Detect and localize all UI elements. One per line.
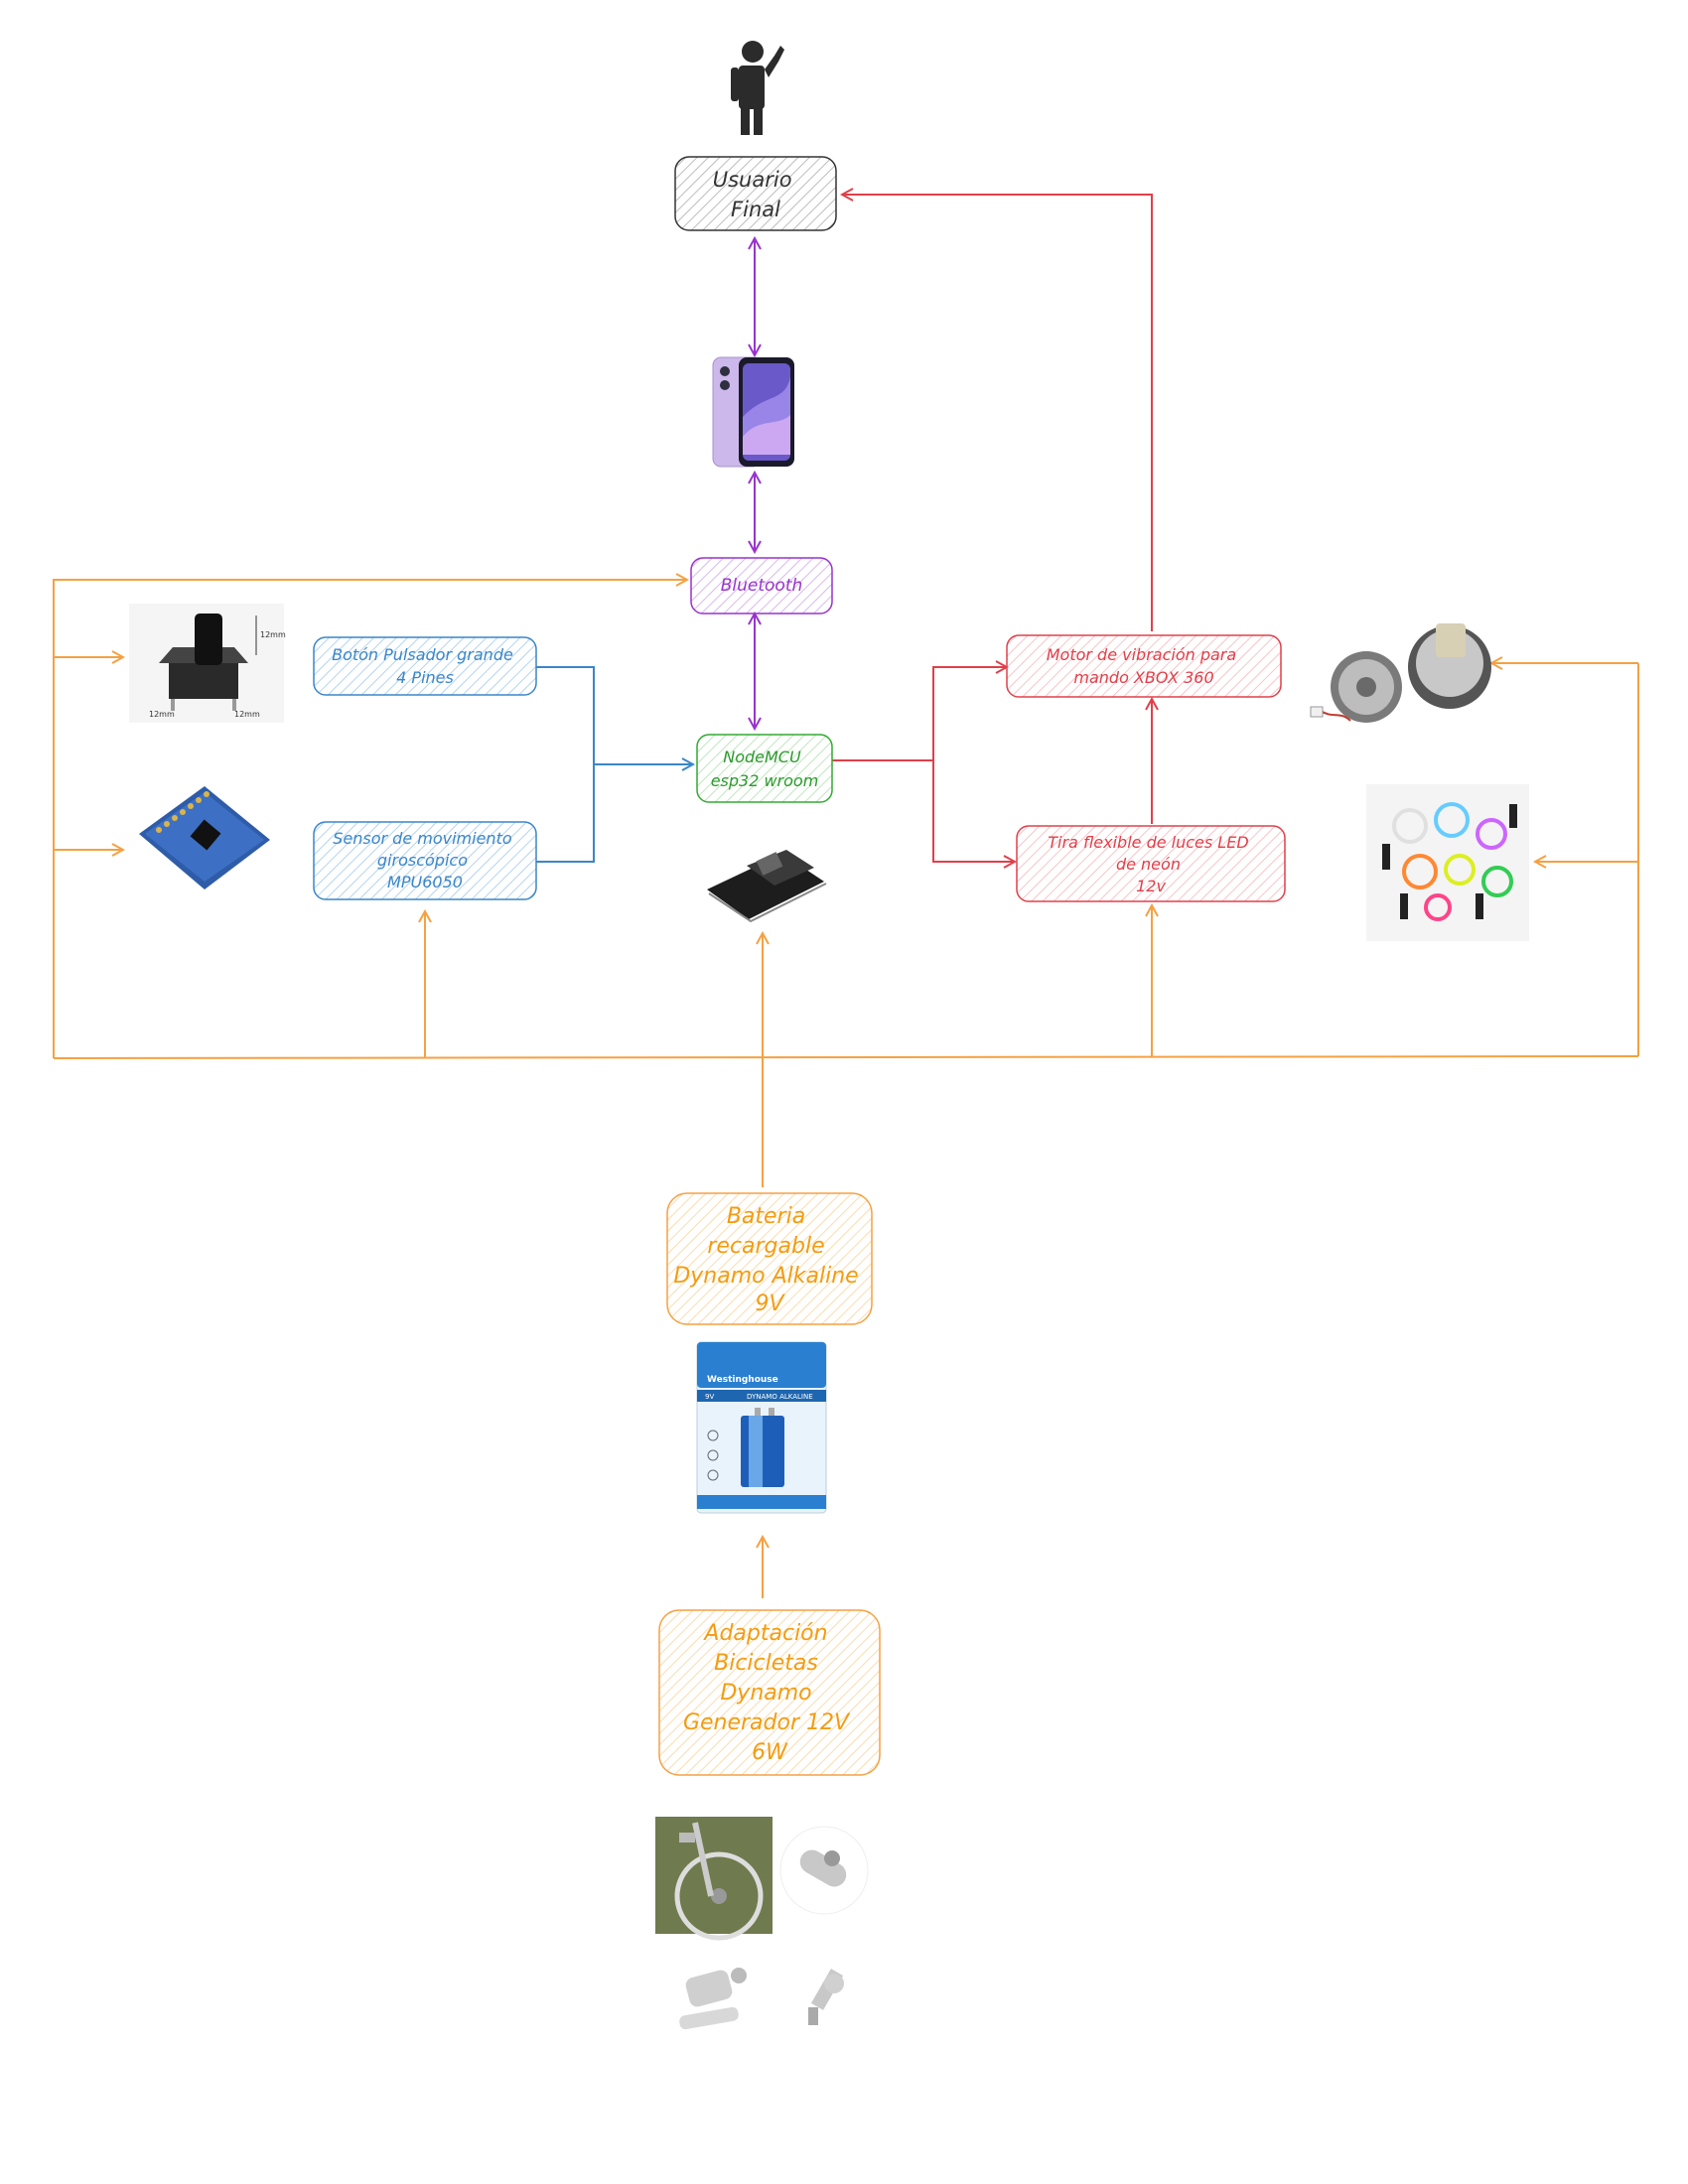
led-strip-photo <box>1366 784 1529 941</box>
node-bluetooth: Bluetooth <box>690 557 833 614</box>
node-tira-led-label: Tira flexible de luces LED de neón 12v <box>1048 833 1253 895</box>
node-adaptacion-dynamo-label: Adaptación Bicicletas Dynamo Generador 1… <box>683 1621 856 1765</box>
arrow-motor-user <box>842 195 1153 631</box>
node-boton-pulsador: Botón Pulsador grande 4 Pines <box>313 636 537 696</box>
bike-dynamo-photo <box>655 1817 773 1941</box>
button-dim-height: 12mm <box>260 630 286 639</box>
node-motor-vibracion-box <box>1006 634 1282 698</box>
node-nodemcu-box <box>696 734 833 803</box>
node-bateria-label: Bateria recargable Dynamo Alkaline 9V <box>673 1204 865 1316</box>
node-motor-vibracion: Motor de vibración para mando XBOX 360 <box>1006 634 1282 698</box>
button-dim-right: 12mm <box>234 710 260 719</box>
battery-package-photo: Westinghouse 9V DYNAMO ALKALINE <box>696 1341 827 1514</box>
push-button-photo: 12mm 12mm 12mm <box>129 604 286 723</box>
node-nodemcu: NodeMCU esp32 wroom <box>696 734 833 803</box>
esp32-board-photo <box>707 850 827 923</box>
person-icon <box>731 41 784 135</box>
dynamo-part-left-photo <box>679 1968 747 2030</box>
node-motor-vibracion-label: Motor de vibración para mando XBOX 360 <box>1047 645 1242 687</box>
node-sensor-movimiento-label: Sensor de movimiento giroscópico MPU6050 <box>333 829 516 891</box>
node-usuario-final: Usuario Final <box>674 156 837 231</box>
node-sensor-movimiento-box <box>313 821 537 900</box>
vibration-motor-photo <box>1310 623 1491 723</box>
gyro-sensor-photo <box>139 786 270 889</box>
connectors <box>53 195 1639 1598</box>
battery-voltage-label: 9V <box>705 1393 714 1401</box>
power-bottom-rail <box>53 1055 1639 1059</box>
battery-brand-label: Westinghouse <box>707 1375 778 1385</box>
node-usuario-final-box <box>674 156 837 231</box>
node-usuario-final-label: Usuario Final <box>713 168 799 221</box>
node-bateria-box <box>666 1192 873 1325</box>
node-bluetooth-label: Bluetooth <box>721 576 803 596</box>
node-bateria: Bateria recargable Dynamo Alkaline 9V <box>666 1192 873 1325</box>
node-tira-led: Tira flexible de luces LED de neón 12v <box>1016 825 1286 902</box>
node-adaptacion-dynamo: Adaptación Bicicletas Dynamo Generador 1… <box>658 1609 881 1776</box>
node-boton-pulsador-label: Botón Pulsador grande 4 Pines <box>332 645 518 687</box>
node-adaptacion-dynamo-box <box>658 1609 881 1776</box>
arrow-nodemcu-tira <box>932 760 1015 862</box>
dynamo-part-right-photo <box>808 1969 844 2025</box>
node-boton-pulsador-box <box>313 636 537 696</box>
arrow-boton-join <box>536 666 595 863</box>
node-bluetooth-box <box>690 557 833 614</box>
node-sensor-movimiento: Sensor de movimiento giroscópico MPU6050 <box>313 821 537 900</box>
button-dim-left: 12mm <box>149 710 175 719</box>
smartphone-icon <box>712 356 794 468</box>
battery-product-label: DYNAMO ALKALINE <box>747 1393 813 1401</box>
node-tira-led-box <box>1016 825 1286 902</box>
arrow-nodemcu-motor <box>932 667 1007 760</box>
power-left-rail <box>53 580 687 1058</box>
dynamo-part-top-photo <box>779 1826 869 1915</box>
node-nodemcu-label: NodeMCU esp32 wroom <box>711 748 819 790</box>
